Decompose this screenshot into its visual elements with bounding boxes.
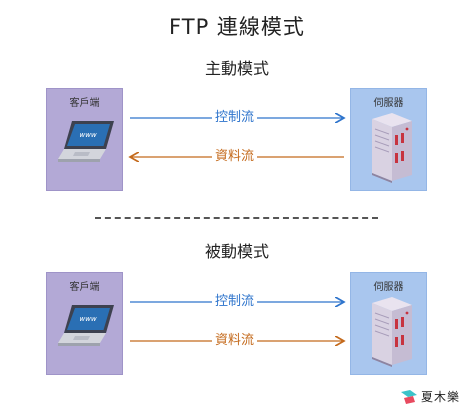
passive-data-label: 資料流 — [212, 333, 258, 349]
screen-text: www — [78, 314, 98, 323]
server-icon — [372, 113, 412, 183]
brand-logo: 夏木樂 — [401, 388, 461, 406]
server-icon — [372, 297, 412, 367]
active-server-box: 伺服器 — [350, 88, 427, 191]
screen-text: www — [78, 130, 98, 139]
active-client-box: 客戶端 www — [46, 88, 123, 191]
passive-server-box: 伺服器 — [350, 272, 427, 375]
passive-control-label: 控制流 — [212, 294, 258, 310]
laptop-icon: www — [58, 121, 114, 162]
client-label: 客戶端 — [69, 98, 100, 109]
active-mode-title: 主動模式 — [204, 59, 269, 78]
passive-client-box: 客戶端 www — [46, 272, 123, 375]
active-control-label: 控制流 — [212, 110, 258, 126]
laptop-icon: www — [58, 305, 114, 346]
logo-text: 夏木樂 — [421, 390, 461, 404]
logo-mark-icon — [401, 390, 417, 404]
diagram-title: FTP 連線模式 — [169, 15, 305, 39]
server-label: 伺服器 — [373, 98, 404, 109]
passive-mode-title: 被動模式 — [204, 242, 269, 261]
section-divider — [95, 217, 378, 219]
client-label: 客戶端 — [69, 282, 100, 293]
server-label: 伺服器 — [373, 282, 404, 293]
active-data-label: 資料流 — [212, 149, 258, 165]
